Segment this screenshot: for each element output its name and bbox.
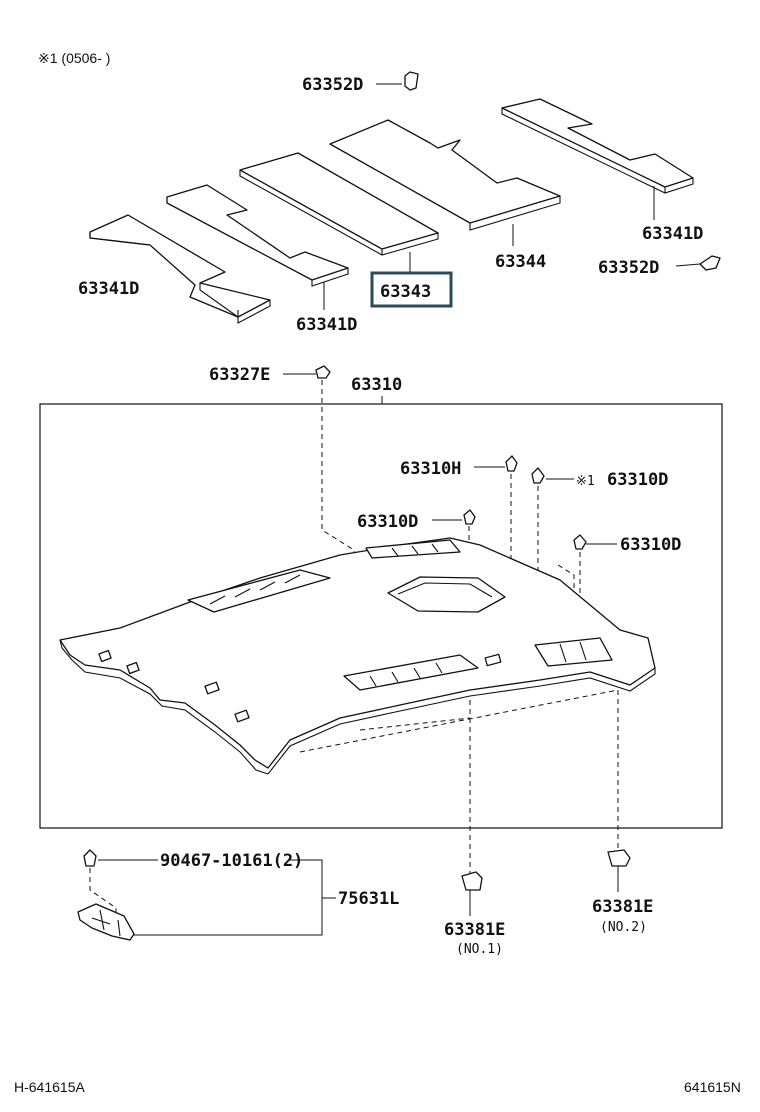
label-63341d-right: 63341D (642, 224, 703, 244)
pad-63341d-middle (166, 184, 349, 287)
headliner-63310 (59, 537, 656, 775)
headliner-frame (39, 403, 723, 829)
label-63381e-no1: 63381E (444, 920, 505, 940)
label-63310d-1: 63310D (607, 470, 668, 490)
label-63352d-top: 63352D (302, 75, 363, 95)
clip-63310d-2 (463, 509, 476, 525)
marker-63310d-1: ※1 (576, 474, 595, 489)
bracket-75631l (134, 859, 336, 936)
footer-left: H-641615A (14, 1079, 85, 1095)
footer-right: 641615N (684, 1079, 741, 1095)
label-90467: 90467-10161(2) (160, 851, 303, 871)
pad-63343 (239, 152, 439, 256)
label-63344: 63344 (495, 252, 546, 272)
clip-63310d-1 (531, 467, 545, 484)
pad-63341d-right (501, 98, 694, 194)
label-63310h: 63310H (400, 459, 461, 479)
note-text: ※1 (0506- ) (38, 50, 110, 66)
label-63310: 63310 (351, 375, 402, 395)
part-75631l (77, 903, 135, 941)
clip-63381e-no1 (461, 871, 483, 891)
label-63341d-left: 63341D (78, 279, 139, 299)
label-63310d-3: 63310D (620, 535, 681, 555)
dash-c8 (321, 380, 355, 620)
sub-63381e-no2: (NO.2) (600, 920, 647, 935)
label-63343: 63343 (380, 282, 431, 302)
highlight-box-63343 (370, 271, 453, 308)
pad-63344 (329, 119, 561, 231)
label-75631l: 75631L (338, 889, 399, 909)
clip-63327e (315, 365, 331, 379)
dash-under (299, 689, 619, 753)
pad-63341d-left (89, 214, 271, 324)
sub-63381e-no1: (NO.1) (456, 942, 503, 957)
clip-63352d-right (699, 255, 721, 271)
clip-63310h (505, 455, 518, 472)
label-63381e-no2: 63381E (592, 897, 653, 917)
clip-90467 (83, 849, 97, 867)
clip-63352d-top (404, 71, 419, 91)
leader-c4 (675, 263, 701, 267)
clip-63310d-3 (573, 534, 587, 550)
label-63310d-2: 63310D (357, 512, 418, 532)
label-63327e: 63327E (209, 365, 270, 385)
label-63352d-right: 63352D (598, 258, 659, 278)
clip-63381e-no2 (607, 849, 631, 867)
label-63341d-middle: 63341D (296, 315, 357, 335)
